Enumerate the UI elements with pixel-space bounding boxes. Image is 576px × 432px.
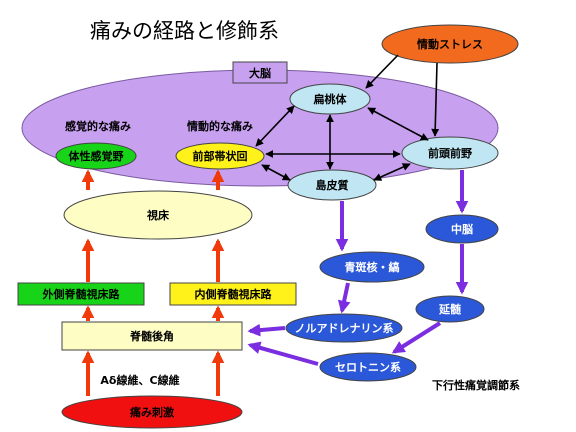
fibers-caption: Aδ線維、C線維	[100, 373, 179, 387]
prefrontal-label: 前頭前野	[428, 146, 472, 160]
dorsal-horn-node	[61, 321, 243, 351]
arrow-stress-to-prefrontal	[431, 62, 440, 137]
somatosensory-label: 体性感覚野	[69, 149, 124, 163]
cortical-connections	[255, 54, 440, 181]
anterior-cingulate-label: 前部帯状回	[193, 149, 248, 163]
thalamus-label: 視床	[146, 208, 170, 222]
ascending-arrows	[81, 169, 225, 396]
pain-stimulus-label: 痛み刺激	[129, 405, 174, 419]
arrow-cingulate-insula	[261, 164, 291, 181]
arrow-medulla-to-serotonin	[391, 321, 442, 354]
medulla-node	[415, 295, 485, 323]
somatosensory-node	[55, 142, 137, 170]
dorsal-horn-label: 脊髄後角	[129, 329, 174, 343]
arrow-amygdala-cingulate	[255, 105, 295, 147]
arrow-locus-to-noradrenaline	[337, 282, 351, 314]
noradrenaline-label: ノルアドレナリン系	[295, 321, 394, 335]
amygdala-node	[289, 83, 371, 115]
emotional-pain-caption: 情動的な痛み	[187, 119, 253, 133]
anterior-cingulate-node	[175, 142, 265, 170]
diagram-title: 痛みの経路と修飾系	[90, 19, 279, 43]
insula-label: 島皮質	[316, 178, 349, 192]
midbrain-label: 中脳	[451, 222, 473, 236]
lateral-stt-label: 外側脊髄視床路	[42, 287, 121, 301]
serotonin-node	[319, 352, 417, 382]
medulla-label: 延髄	[438, 302, 462, 316]
arrow-amygdala-prefrontal	[367, 107, 429, 141]
emotional-stress-label: 情動ストレス	[417, 37, 483, 51]
brain-label-box	[232, 61, 288, 84]
emotional-stress-node	[381, 24, 519, 64]
descending-caption: 下行性痛覚調節系	[432, 378, 520, 392]
insula-node	[287, 169, 377, 201]
thalamus-node	[63, 190, 253, 240]
sensory-pain-caption: 感覚的な痛み	[65, 119, 131, 133]
descending-arrows	[247, 170, 469, 366]
brain-label: 大脳	[249, 66, 271, 80]
medial-stt-label: 内側脊髄視床路	[195, 287, 273, 301]
arrow-noradrenaline-to-dorsal-horn	[247, 323, 286, 337]
amygdala-label: 扁桃体	[314, 92, 348, 106]
prefrontal-node	[401, 136, 499, 170]
noradrenaline-node	[285, 313, 403, 343]
medial-stt-node	[169, 282, 297, 306]
arrow-insula-prefrontal	[373, 163, 411, 181]
lateral-stt-node	[17, 282, 145, 306]
locus-coeruleus-label: 青斑核・縞	[345, 260, 400, 274]
midbrain-node	[425, 214, 499, 244]
serotonin-label: セロトニン系	[335, 360, 401, 374]
pain-stimulus-node	[61, 395, 243, 429]
arrow-stress-to-amygdala	[365, 54, 399, 89]
locus-coeruleus-node	[319, 251, 425, 283]
arrow-serotonin-to-dorsal-horn	[247, 341, 319, 366]
